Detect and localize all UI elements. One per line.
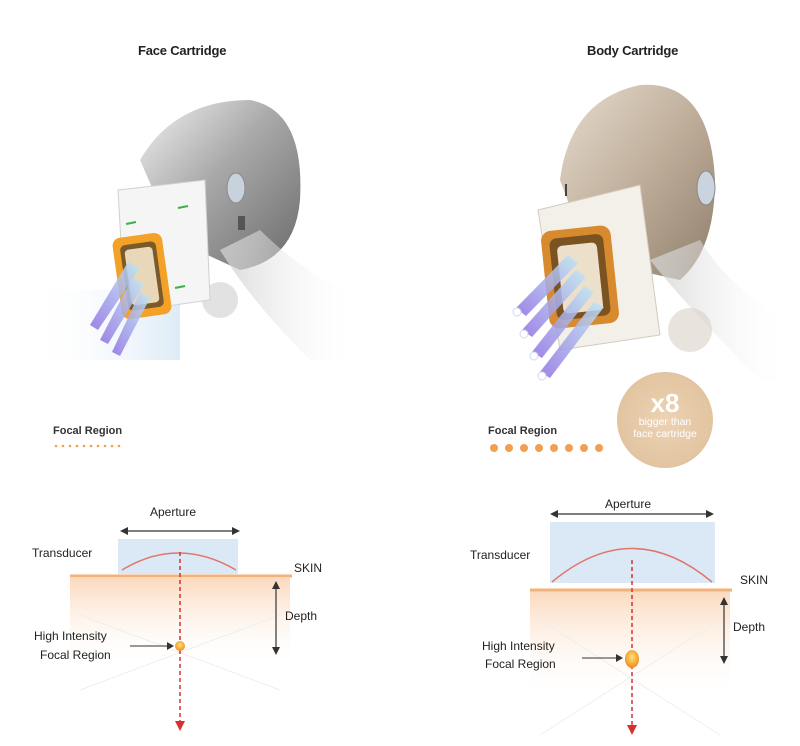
body-skin-label: SKIN	[740, 573, 769, 587]
face-focal-region-diagram-label: Focal Region	[40, 648, 111, 662]
body-focal-dots	[490, 444, 603, 452]
face-aperture-label: Aperture	[150, 505, 197, 519]
face-skin-label: SKIN	[294, 561, 323, 575]
size-comparison-badge-text: x8 bigger than face cartridge	[617, 390, 713, 440]
face-depth-label: Depth	[285, 609, 318, 623]
face-transducer-label: Transducer	[32, 546, 93, 560]
face-cartridge-title: Face Cartridge	[138, 43, 227, 58]
badge-multiplier: x8	[650, 388, 680, 418]
body-cartridge-title: Body Cartridge	[587, 43, 679, 58]
body-focal-region-label: Focal Region	[488, 425, 558, 437]
body-depth-label: Depth	[733, 620, 766, 634]
face-focus-diagram	[70, 527, 292, 731]
body-focal-region-diagram-label: Focal Region	[485, 657, 556, 671]
body-device-illustration	[512, 84, 790, 381]
face-high-intensity-label: High Intensity	[34, 629, 107, 643]
body-focus-diagram	[530, 510, 732, 736]
badge-line-1: bigger than	[638, 416, 692, 428]
face-focal-region-label: Focal Region	[53, 425, 123, 437]
face-device-illustration	[30, 100, 360, 360]
face-focal-dots	[54, 444, 121, 448]
body-transducer-label: Transducer	[470, 548, 531, 562]
badge-line-2: face cartridge	[633, 428, 697, 441]
body-aperture-label: Aperture	[605, 497, 652, 511]
size-comparison-badge	[617, 372, 713, 468]
body-high-intensity-label: High Intensity	[482, 639, 555, 653]
